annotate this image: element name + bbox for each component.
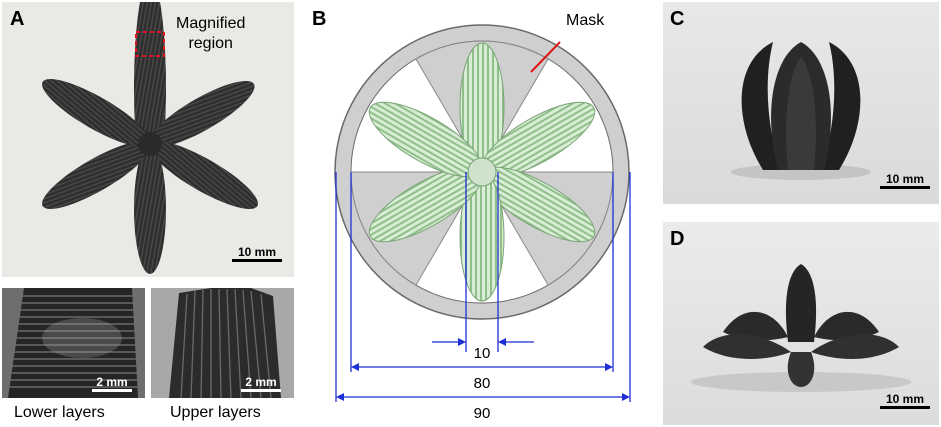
dim-label-80: 80 xyxy=(474,375,491,392)
inset-upper-caption: Upper layers xyxy=(170,404,261,421)
inset-upper-layers xyxy=(151,288,294,398)
panel-c-photo xyxy=(663,2,939,204)
panel-d-letter: D xyxy=(670,228,685,250)
panel-a-scale-bar: 10 mm xyxy=(232,245,282,262)
scale-bar-label: 2 mm xyxy=(245,375,277,389)
mask-diagram: Mask 10 80 90 xyxy=(334,12,631,422)
inset-upper-scale-bar: 2 mm xyxy=(241,375,281,392)
scale-bar-label: 10 mm xyxy=(885,172,925,186)
mask-pointer xyxy=(530,41,561,73)
panel-d-photo xyxy=(663,222,939,425)
panel-b-letter: B xyxy=(312,8,327,30)
dim-label-90: 90 xyxy=(474,405,491,422)
inset-lower-caption: Lower layers xyxy=(14,404,105,421)
scale-bar-label: 10 mm xyxy=(885,392,925,406)
inset-lower-layers xyxy=(2,288,145,398)
panel-c-letter: C xyxy=(670,8,685,30)
printed-flower-flat xyxy=(42,2,258,274)
inset-lower-scale-bar: 2 mm xyxy=(92,375,132,392)
magnified-region-box xyxy=(135,31,165,57)
panel-a-photo xyxy=(2,2,294,277)
magnified-region-label: Magnified region xyxy=(176,15,246,52)
mask-label: Mask xyxy=(566,12,605,29)
dim-label-10: 10 xyxy=(474,345,491,362)
panel-d-scale-bar: 10 mm xyxy=(880,392,930,409)
scale-bar-label: 2 mm xyxy=(96,375,128,389)
panel-a-letter: A xyxy=(10,8,25,30)
scale-bar-label: 10 mm xyxy=(237,245,277,259)
panel-c-scale-bar: 10 mm xyxy=(880,172,930,189)
